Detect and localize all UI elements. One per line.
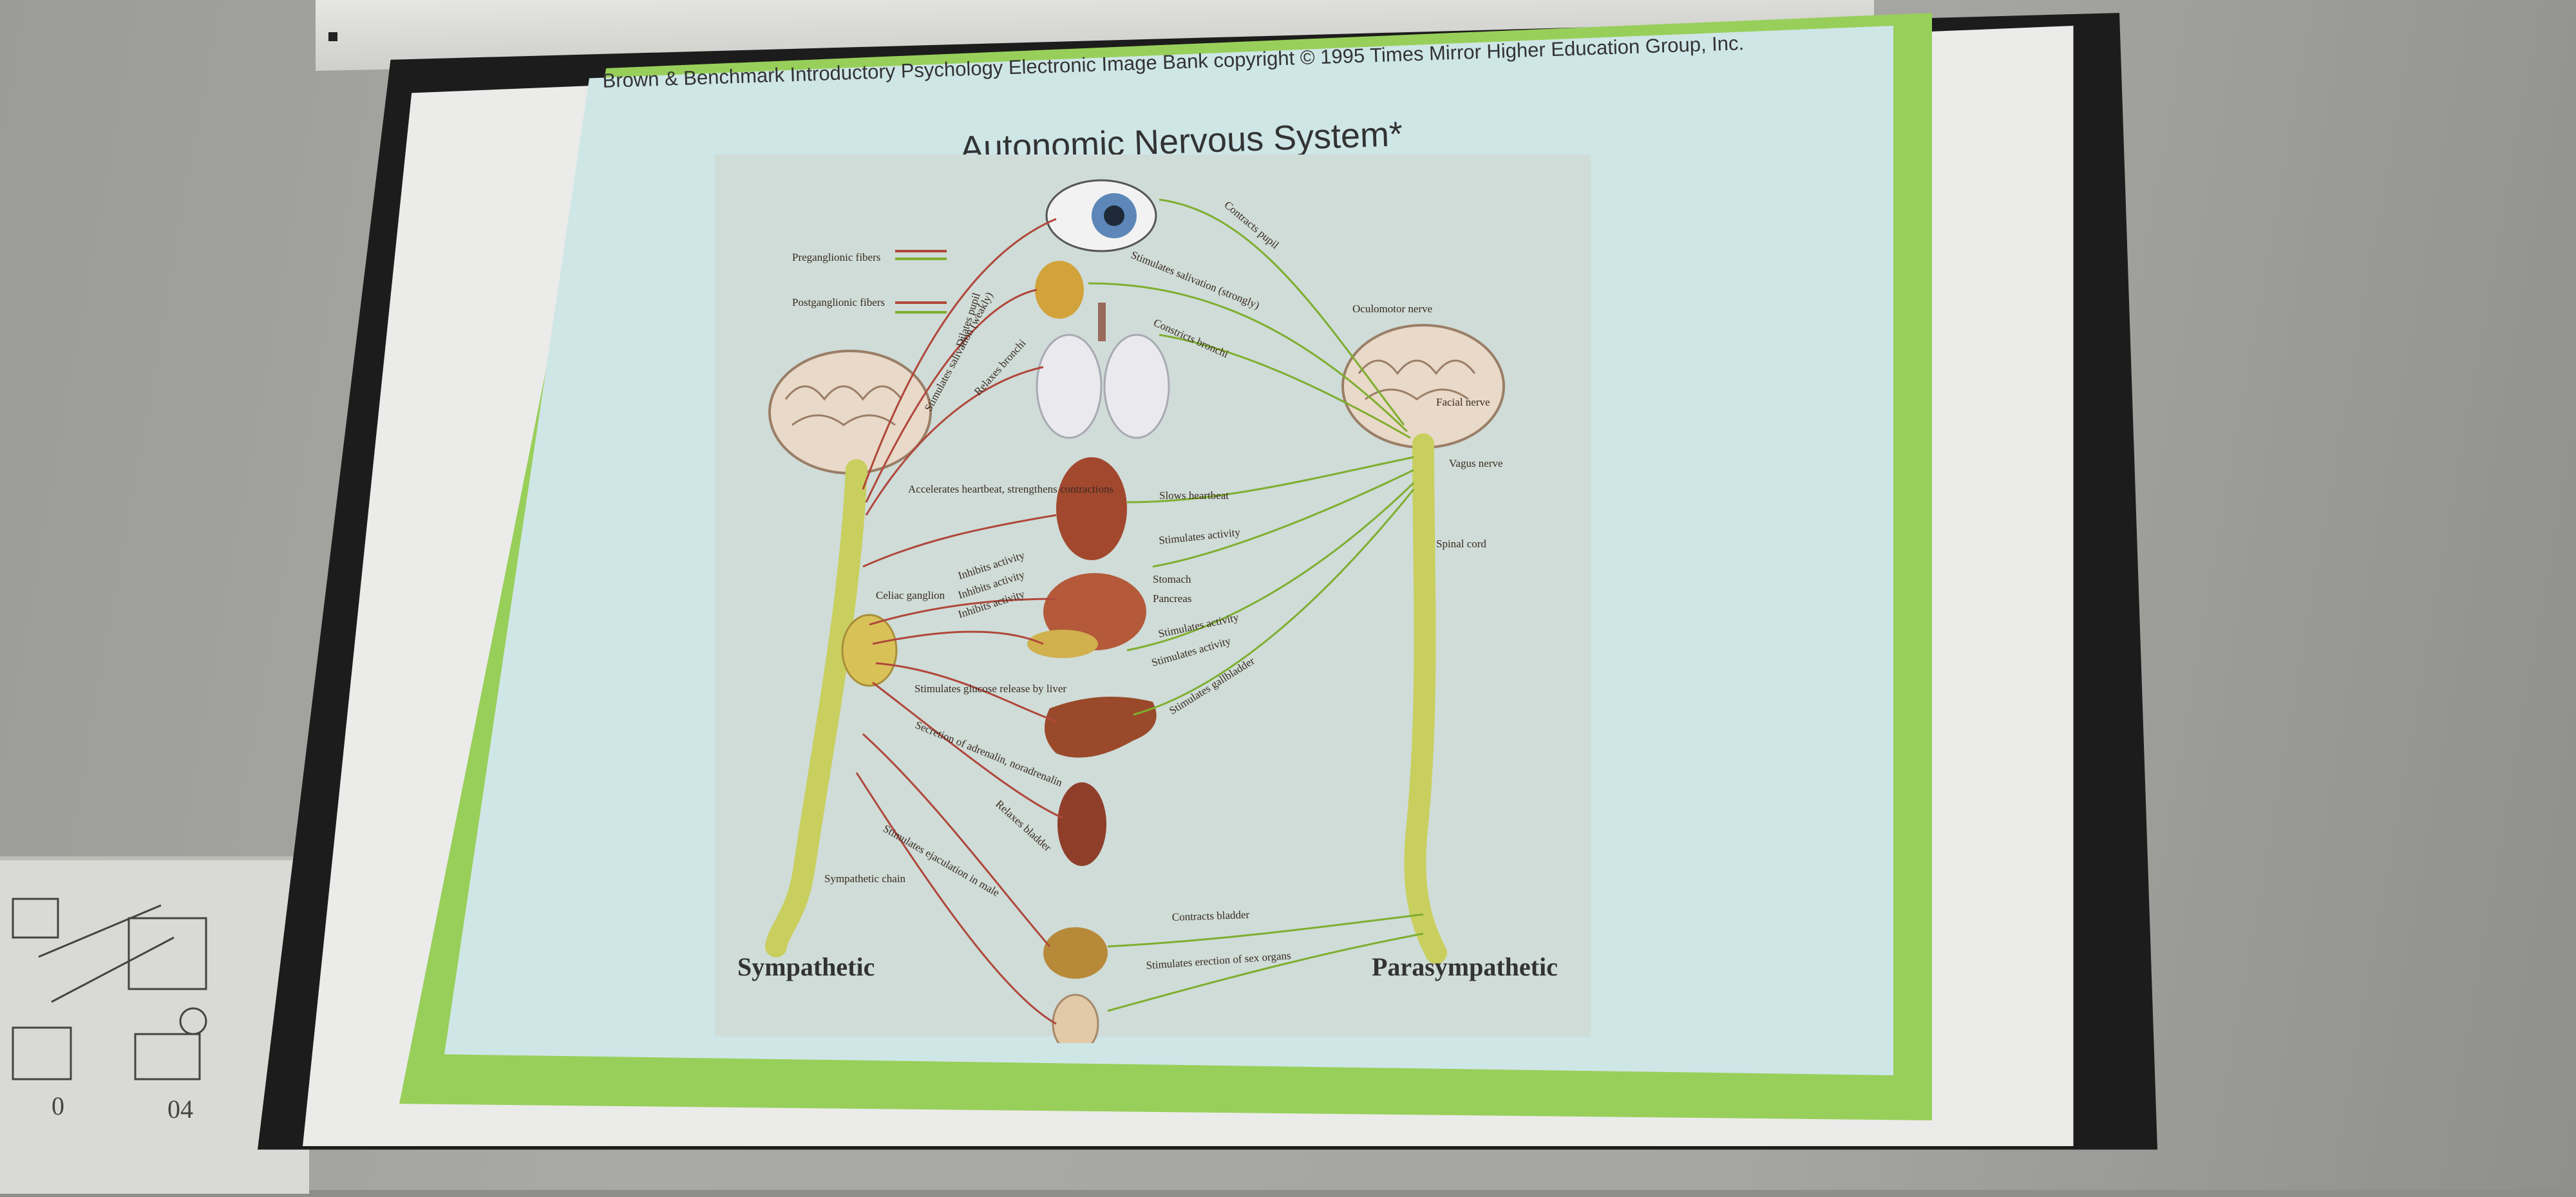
label-sympathetic-chain: Sympathetic chain (824, 872, 906, 885)
label-facial: Facial nerve (1436, 396, 1490, 408)
label-heart: Accelerates heartbeat, strengthens contr… (908, 483, 1113, 495)
label-contracts-bladder: Contracts bladder (1171, 909, 1249, 923)
label-glucose: Stimulates glucose release by liver (914, 683, 1066, 695)
eye-icon (1045, 179, 1157, 252)
salivary-gland-icon (1035, 261, 1084, 319)
sex-organs-icon (1052, 994, 1099, 1043)
legend: Preganglionic fibers Postganglionic fibe… (792, 250, 947, 314)
label-slows-heartbeat: Slows heartbeat (1159, 489, 1229, 502)
legend-preganglionic: Preganglionic fibers (792, 251, 880, 263)
pancreas-icon (1027, 630, 1098, 658)
parasympathetic-brain (1341, 324, 1505, 449)
legend-postganglionic: Postganglionic fibers (792, 296, 885, 308)
parasympathetic-fibers (1088, 198, 1424, 1012)
celiac-ganglion (841, 614, 898, 687)
sympathetic-spinal-cord (765, 459, 867, 957)
label-celiac: Celiac ganglion (876, 589, 945, 601)
label-oculomotor: Oculomotor nerve (1352, 303, 1432, 315)
label-spinal-cord: Spinal cord (1436, 538, 1486, 550)
whiteboard-mark-1: 0 (52, 1091, 64, 1120)
label-parasympathetic: Parasympathetic (1372, 952, 1558, 981)
label-stomach: Stomach (1153, 573, 1191, 585)
whiteboard-mark-2: 04 (167, 1095, 193, 1124)
liver-icon (1045, 697, 1157, 758)
label-vagus: Vagus nerve (1449, 457, 1503, 469)
whiteboard-sketch: 0 04 (12, 898, 207, 1124)
label-sympathetic: Sympathetic (737, 952, 875, 981)
whiteboard: 0 04 (0, 856, 309, 1194)
diagram-background (715, 155, 1591, 1037)
lungs-icon (1036, 303, 1170, 439)
heart-icon (1056, 457, 1127, 560)
sympathetic-fibers (855, 218, 1063, 1025)
label-pancreas: Pancreas (1153, 592, 1191, 605)
projector-indicator (328, 32, 337, 41)
sympathetic-brain (768, 350, 932, 475)
bladder-icon (1043, 927, 1108, 979)
kidney-icon (1057, 782, 1106, 866)
ans-diagram: Preganglionic fibers Postganglionic fibe… (715, 155, 1591, 1043)
